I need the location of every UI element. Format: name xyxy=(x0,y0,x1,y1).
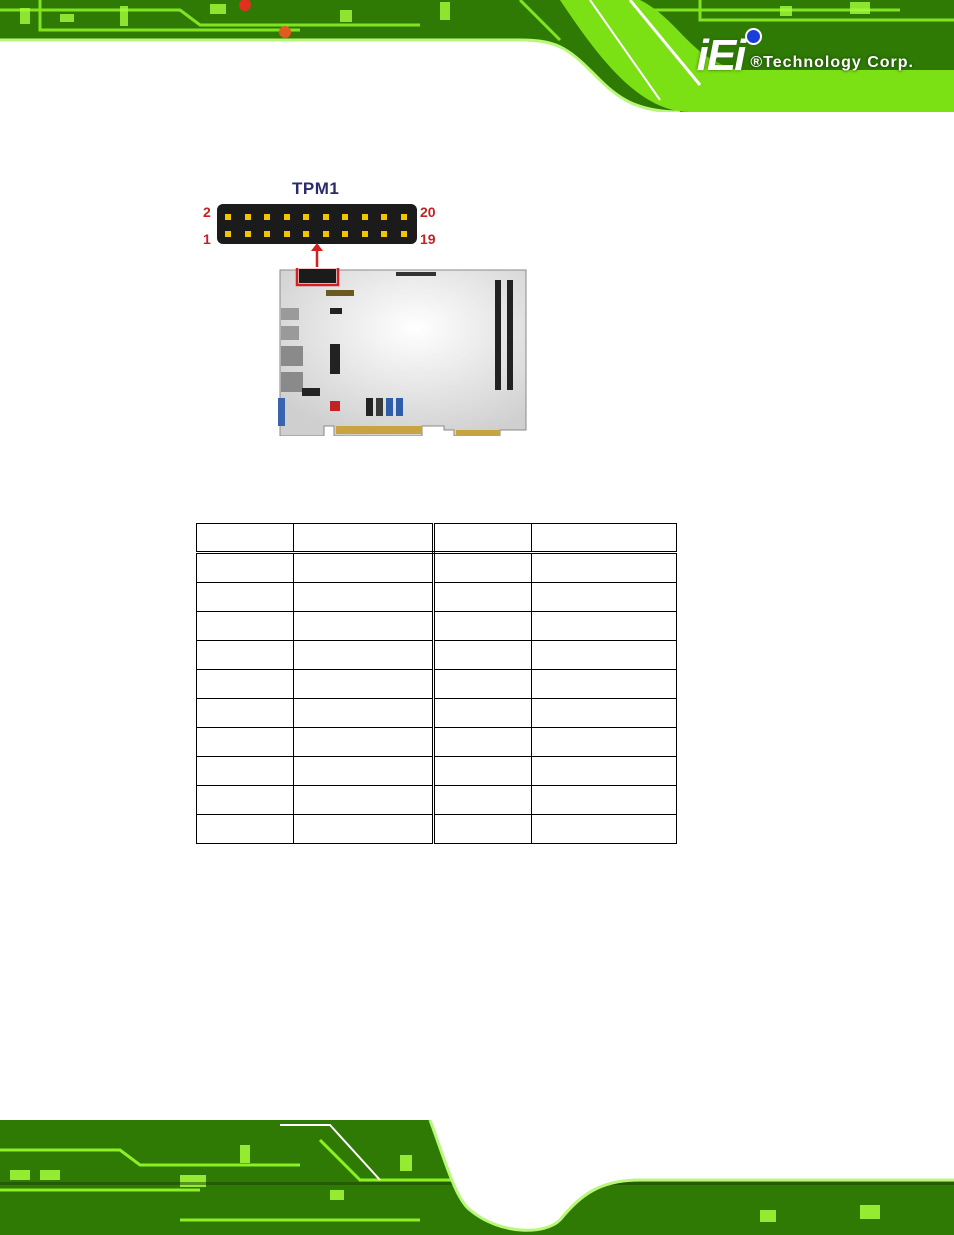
pin xyxy=(264,214,270,220)
table-cell xyxy=(433,582,532,612)
pin xyxy=(361,231,368,237)
table-row xyxy=(196,756,677,786)
table-cell xyxy=(433,727,532,757)
pin xyxy=(244,214,251,220)
table-cell xyxy=(196,611,294,641)
pin xyxy=(361,214,368,220)
table-cell xyxy=(433,669,532,699)
logo-dot-icon xyxy=(744,28,762,45)
pin xyxy=(225,214,231,220)
table-cell xyxy=(433,756,532,786)
table-row xyxy=(196,582,677,612)
pin-label-bottom-left: 1 xyxy=(203,231,211,247)
table-cell xyxy=(531,727,677,757)
pinout-table xyxy=(196,523,677,844)
table-cell xyxy=(196,698,294,728)
table-cell xyxy=(293,698,435,728)
tpm-pin-header xyxy=(217,204,417,244)
footer-pcb-banner xyxy=(0,1120,954,1235)
table-row xyxy=(196,727,677,757)
table-cell xyxy=(196,640,294,670)
table-cell xyxy=(293,640,435,670)
pin xyxy=(381,231,387,237)
pin xyxy=(322,214,329,220)
table-cell xyxy=(196,669,294,699)
table-cell xyxy=(433,611,532,641)
pin xyxy=(400,214,407,220)
pin xyxy=(225,231,231,237)
table-cell xyxy=(293,727,435,757)
table-cell xyxy=(293,523,435,554)
logo-mark: iEi xyxy=(696,31,747,80)
pin xyxy=(283,214,290,220)
table-cell xyxy=(433,640,532,670)
table-row xyxy=(196,814,677,844)
pin-label-top-left: 2 xyxy=(203,204,211,220)
table-cell xyxy=(196,727,294,757)
pin-label-bottom-right: 19 xyxy=(420,231,436,247)
table-cell xyxy=(531,640,677,670)
table-cell xyxy=(531,698,677,728)
table-row xyxy=(196,552,677,583)
table-row xyxy=(196,611,677,641)
logo-text: ®Technology Corp. xyxy=(750,54,914,71)
table-cell xyxy=(196,552,294,583)
connector-figure: TPM1 2 20 1 19 xyxy=(195,175,545,445)
table-cell xyxy=(293,669,435,699)
table-row xyxy=(196,698,677,728)
pin xyxy=(303,214,309,220)
connector-label: TPM1 xyxy=(292,179,340,198)
table-cell xyxy=(196,582,294,612)
table-cell xyxy=(196,785,294,815)
pin xyxy=(283,231,290,237)
table-cell xyxy=(196,756,294,786)
table-cell xyxy=(433,785,532,815)
table-cell xyxy=(293,785,435,815)
pin xyxy=(322,231,329,237)
table-cell xyxy=(433,552,532,583)
pin xyxy=(342,231,348,237)
pin xyxy=(381,214,387,220)
table-cell xyxy=(196,523,294,554)
table-cell xyxy=(293,582,435,612)
header-pcb-banner xyxy=(0,0,954,112)
table-cell xyxy=(531,814,677,844)
pin xyxy=(303,231,309,237)
pin xyxy=(244,231,251,237)
table-row xyxy=(196,669,677,699)
highlight-arrow xyxy=(311,243,323,267)
iei-logo: iEi ®Technology Corp. xyxy=(696,28,914,80)
table-cell xyxy=(531,611,677,641)
table-cell xyxy=(531,523,677,554)
pin xyxy=(264,231,270,237)
table-cell xyxy=(196,814,294,844)
table-cell xyxy=(293,814,435,844)
pin xyxy=(342,214,348,220)
table-cell xyxy=(531,785,677,815)
pin xyxy=(400,231,407,237)
table-cell xyxy=(531,756,677,786)
motherboard-diagram xyxy=(278,268,527,436)
table-cell xyxy=(293,552,435,583)
table-cell xyxy=(531,552,677,583)
table-row xyxy=(196,785,677,815)
table-row xyxy=(196,640,677,670)
table-cell xyxy=(433,698,532,728)
table-cell xyxy=(293,756,435,786)
table-row xyxy=(196,523,677,554)
table-cell xyxy=(433,523,532,554)
table-cell xyxy=(531,582,677,612)
table-cell xyxy=(293,611,435,641)
table-cell xyxy=(433,814,532,844)
pin-label-top-right: 20 xyxy=(420,204,436,220)
table-cell xyxy=(531,669,677,699)
